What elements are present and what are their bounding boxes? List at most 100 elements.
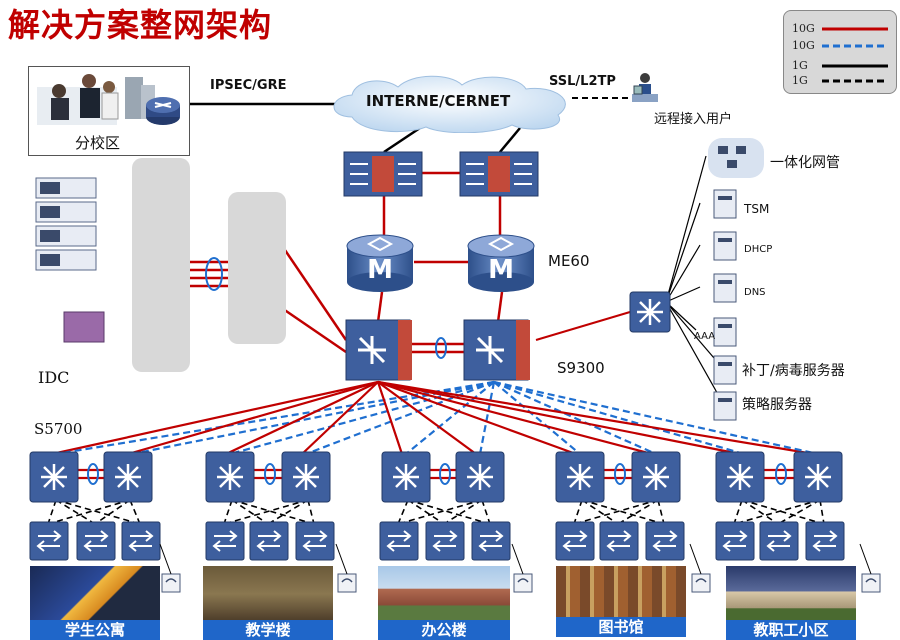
link-internet-firewall — [499, 127, 521, 153]
link-internet-firewall — [383, 126, 421, 154]
me60-router-icon: M — [346, 234, 414, 292]
link-access-leaf — [231, 499, 315, 525]
server-cabinet-slot-icon — [718, 324, 732, 328]
link-access-leaf — [223, 499, 233, 525]
leaf-switch-arrows-icon — [128, 530, 154, 552]
server-cabinet-icon — [713, 273, 737, 303]
server-switch-icon-arrows — [637, 299, 663, 325]
link-core-access — [377, 381, 477, 455]
wireless-signal-icon — [695, 578, 707, 583]
ipsec-gre-label: IPSEC/GRE — [210, 78, 287, 93]
link-access-leaf — [581, 499, 665, 525]
link-core-access — [301, 381, 379, 455]
link-access-leaf — [741, 499, 779, 525]
link-access-leaf — [267, 499, 309, 525]
server-rack-bay-icon — [40, 230, 60, 242]
link-core-access — [493, 381, 581, 455]
server-cabinet-icon — [713, 355, 737, 385]
server-label: 一体化网管 — [770, 155, 840, 171]
firewall-arrows-icon — [466, 163, 532, 185]
server-label: TSM — [744, 202, 770, 216]
link-me60-core — [496, 291, 504, 323]
link-access-leaf — [777, 499, 821, 525]
link-access-leaf — [573, 499, 583, 525]
firewall-device-right — [460, 150, 542, 198]
core-switch-firewall-icon — [398, 320, 412, 380]
wireless-signal-icon — [517, 578, 529, 583]
zone-photo-student — [30, 566, 160, 622]
link-core-access — [229, 380, 495, 456]
leaf-switch-icon — [76, 521, 116, 561]
access-link-bundle-icon — [87, 463, 99, 485]
idc-link-bundle-icon — [205, 257, 223, 291]
link-core-access — [376, 381, 404, 455]
wireless-signal-icon — [165, 578, 177, 583]
leaf-switch-arrows-icon — [302, 530, 328, 552]
link-server — [665, 244, 701, 303]
zone-label: 学生公寓 — [30, 620, 160, 640]
wireless-signal-icon — [865, 578, 877, 583]
link-me60-core — [376, 291, 384, 323]
s9300-label: S9300 — [557, 359, 605, 377]
server-label: DHCP — [744, 244, 773, 255]
link-access-leaf — [481, 499, 491, 525]
nms-pc-icon — [727, 160, 737, 168]
branch-campus-box: 分校区 — [28, 66, 190, 156]
link-access-leaf — [397, 499, 483, 525]
link-access-leaf — [231, 499, 269, 525]
link-core-access — [377, 380, 815, 456]
leaf-switch-arrows-icon — [212, 530, 238, 552]
link-ap — [511, 543, 524, 575]
link-access-leaf — [407, 499, 491, 525]
leaf-switch-arrows-icon — [766, 530, 792, 552]
link-access-leaf — [617, 499, 659, 525]
access-switch-icon-arrows — [393, 464, 419, 490]
link-core-access — [127, 380, 379, 456]
link-server — [665, 155, 707, 303]
link-access-leaf — [55, 499, 141, 525]
link-core-server-switch — [535, 311, 631, 341]
core-switch-arrows-icon — [476, 336, 504, 364]
server-label: DNS — [744, 287, 766, 298]
access-switch-icon-arrows — [467, 464, 493, 490]
access-switch-icon-arrows — [567, 464, 593, 490]
me60-router-icon: M — [467, 234, 535, 292]
legend-item: 1G — [792, 59, 808, 72]
legend-item: 1G — [792, 74, 808, 87]
server-label: AAA — [694, 331, 716, 342]
leaf-switch-icon — [805, 521, 845, 561]
leaf-switch-arrows-icon — [606, 530, 632, 552]
server-rack-bay-icon — [40, 182, 60, 194]
link-access-leaf — [223, 499, 309, 525]
link-ap — [859, 543, 872, 575]
link-access-leaf — [47, 499, 57, 525]
access-link-bundle-icon — [775, 463, 787, 485]
access-link-bundle-icon — [439, 463, 451, 485]
zone-photo-teaching — [203, 566, 333, 622]
link-core-access — [405, 381, 495, 455]
server-cabinet-icon — [713, 231, 737, 261]
core-link-bundle-icon — [435, 337, 447, 359]
access-switch-icon-arrows — [41, 464, 67, 490]
leaf-switch-arrows-icon — [83, 530, 109, 552]
core-switch-firewall-icon — [516, 320, 530, 380]
link-core-access — [493, 380, 657, 456]
access-switch-icon-arrows — [115, 464, 141, 490]
link-core-access — [377, 380, 577, 456]
wireless-ap-icon — [161, 573, 181, 593]
nms-pc-icon — [718, 146, 728, 154]
svg-text:M: M — [367, 255, 393, 285]
link-core-access — [225, 381, 379, 455]
server-cabinet-slot-icon — [718, 280, 732, 284]
link-access-leaf — [733, 499, 821, 525]
office-people-icon — [37, 74, 155, 125]
server-rack-bay-icon — [40, 206, 60, 218]
zone-label: 教职工小区 — [726, 620, 856, 640]
leaf-switch-icon — [425, 521, 465, 561]
server-cabinet-icon — [713, 189, 737, 219]
link-ap — [159, 543, 172, 575]
leaf-switch-icon — [121, 521, 161, 561]
link-server — [665, 301, 721, 399]
